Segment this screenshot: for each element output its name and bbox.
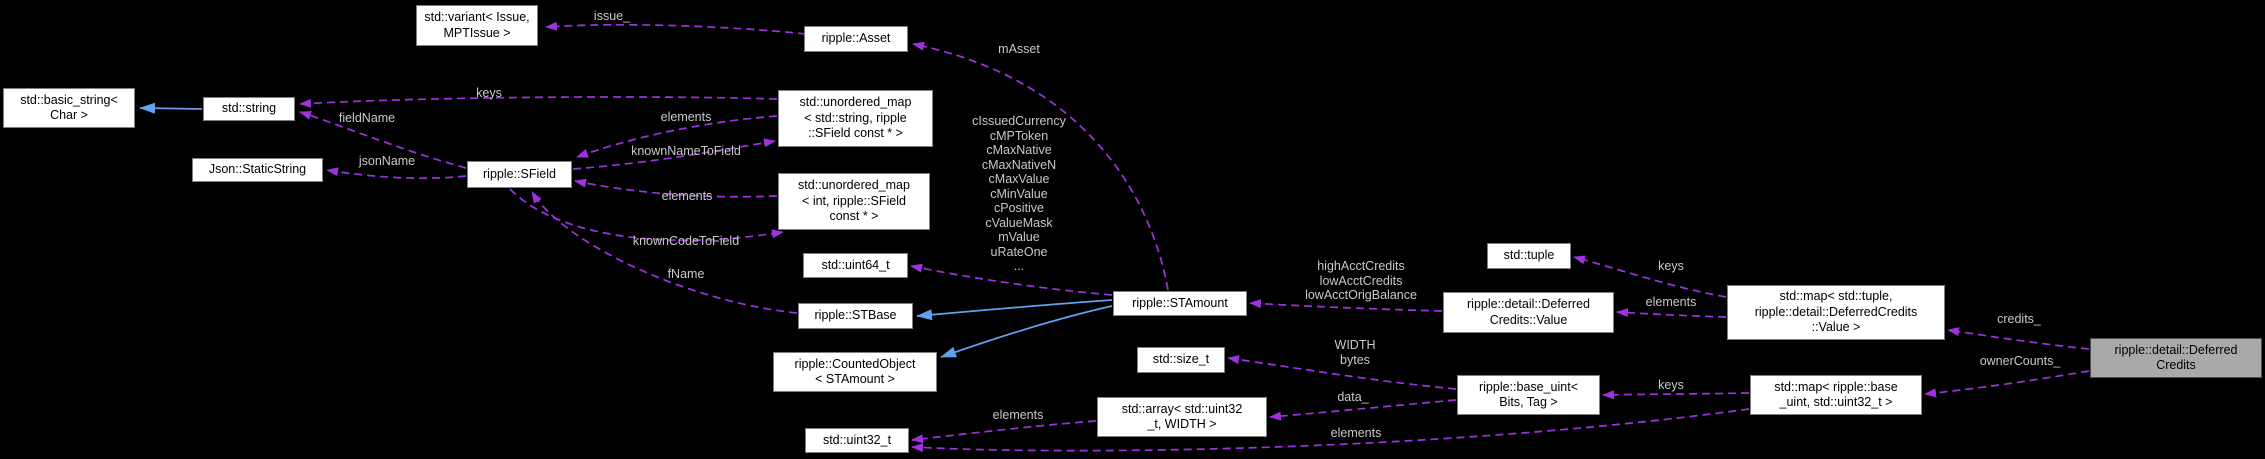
class-node-deferredcredits-current: ripple::detail::Deferred Credits — [2090, 338, 2262, 378]
class-node-ripple-stamount[interactable]: ripple::STAmount — [1113, 291, 1247, 316]
class-node-ripple-asset[interactable]: ripple::Asset — [804, 26, 908, 52]
edge-label-known-name-to-field: knownNameToField — [631, 144, 741, 158]
class-node-ripple-stbase[interactable]: ripple::STBase — [798, 303, 913, 329]
class-node-std-uint32-t[interactable]: std::uint32_t — [805, 428, 909, 453]
class-node-std-size-t[interactable]: std::size_t — [1137, 347, 1225, 373]
edge-label-elements-umap-string: elements — [660, 110, 712, 124]
edge-keys-tuple — [1573, 255, 1727, 298]
edge-label-jsonname: jsonName — [358, 154, 416, 168]
edge-label-value-members: highAcctCredits lowAcctCredits lowAcctOr… — [1305, 259, 1417, 302]
edge-label-elements-umap-int: elements — [661, 189, 713, 203]
edge-label-data: data_ — [1337, 390, 1369, 404]
edge-keys-baseuint — [1602, 390, 1750, 400]
class-node-ripple-countedobject[interactable]: ripple::CountedObject < STAmount > — [773, 352, 937, 392]
edge-label-width-bytes: WIDTH bytes — [1334, 338, 1376, 367]
edge-string-basicstring — [139, 102, 203, 114]
class-node-std-array[interactable]: std::array< std::uint32 _t, WIDTH > — [1097, 397, 1267, 437]
edge-label-known-code-to-field: knownCodeToField — [632, 234, 740, 248]
edge-known-code — [509, 188, 784, 242]
edge-elements-array — [911, 420, 1097, 444]
edge-label-stamount-members: cIssuedCurrency cMPToken cMaxNative cMax… — [972, 114, 1066, 273]
class-node-ripple-sfield[interactable]: ripple::SField — [467, 161, 572, 188]
class-node-std-string[interactable]: std::string — [203, 97, 295, 121]
edge-label-ownercounts: ownerCounts_ — [1979, 354, 2061, 368]
edge-label-elements-value: elements — [1645, 295, 1697, 309]
edge-ownercounts — [1924, 370, 2090, 398]
class-node-unordered-map-int-sfield[interactable]: std::unordered_map < int, ripple::SField… — [778, 173, 930, 230]
edge-stamount-stbase — [916, 299, 1113, 321]
edge-label-elements-map32: elements — [1330, 426, 1382, 440]
edge-elements-value — [1616, 308, 1727, 318]
edge-fname — [531, 191, 798, 314]
class-node-deferredcredits-value[interactable]: ripple::detail::Deferred Credits::Value — [1443, 292, 1614, 333]
edge-label-keys-tuple: keys — [1658, 259, 1684, 273]
edge-label-elements-array: elements — [992, 408, 1044, 422]
class-node-std-variant[interactable]: std::variant< Issue, MPTIssue > — [416, 5, 538, 46]
edge-issue — [545, 21, 807, 35]
edge-jsonname — [326, 167, 467, 180]
class-node-json-staticstring[interactable]: Json::StaticString — [192, 158, 323, 182]
edge-credits — [1947, 327, 2090, 350]
edge-label-keys-baseuint: keys — [1658, 378, 1684, 392]
class-node-std-map-baseuint-uint32[interactable]: std::map< ripple::base _uint, std::uint3… — [1750, 375, 1922, 415]
edge-label-masset: mAsset — [998, 42, 1040, 56]
class-node-ripple-base-uint[interactable]: ripple::base_uint< Bits, Tag > — [1457, 375, 1600, 415]
class-node-std-map-tuple-value[interactable]: std::map< std::tuple, ripple::detail::De… — [1727, 285, 1945, 340]
edge-label-issue: issue_ — [593, 9, 631, 23]
class-node-std-uint64-t[interactable]: std::uint64_t — [803, 253, 908, 278]
class-node-std-tuple[interactable]: std::tuple — [1487, 243, 1571, 269]
edge-label-credits: credits_ — [1997, 312, 2041, 326]
edge-value-members — [1249, 299, 1443, 312]
class-node-std-basic-string[interactable]: std::basic_string< Char > — [3, 88, 135, 128]
edge-label-fname: fName — [667, 267, 705, 281]
edge-label-keys-string: keys — [476, 86, 502, 100]
edge-stamount-counted — [940, 305, 1113, 358]
class-node-unordered-map-string-sfield[interactable]: std::unordered_map < std::string, ripple… — [778, 90, 933, 147]
edge-label-fieldname: fieldName — [338, 111, 396, 125]
edge-keys-string — [299, 96, 778, 108]
